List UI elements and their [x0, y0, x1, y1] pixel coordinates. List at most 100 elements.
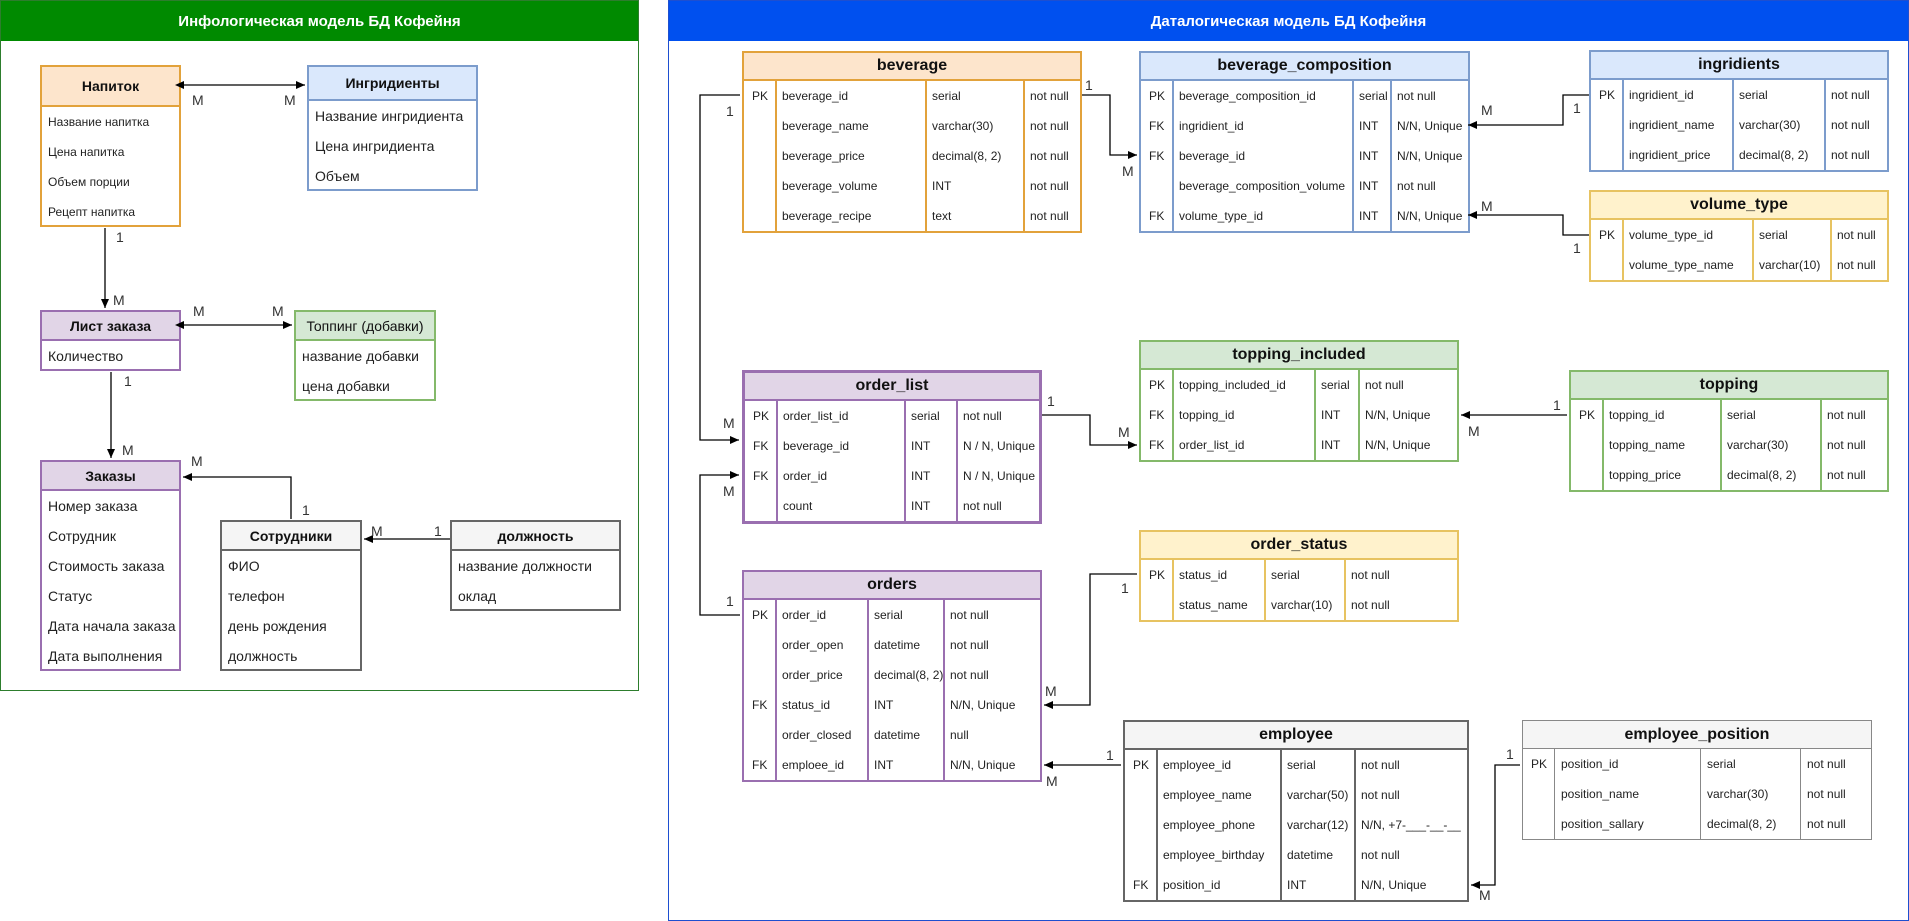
column-type: INT — [1321, 438, 1341, 452]
entity-ingridienty[interactable]: Ингридиенты Название ингридиента Цена ин… — [307, 65, 478, 191]
column-constraint: not null — [1827, 408, 1866, 422]
column-divider — [904, 401, 906, 521]
entity-topping[interactable]: Топпинг (добавки) название добавки цена … — [294, 310, 436, 401]
column-type: serial — [1727, 408, 1756, 422]
entity-attr: день рождения — [228, 618, 327, 634]
column-type: INT — [1359, 179, 1379, 193]
column-name: position_sallary — [1561, 817, 1644, 831]
column-type: serial — [874, 608, 903, 622]
entity-dolzhnost[interactable]: должность название должности оклад — [450, 520, 621, 611]
entity-title: Напиток — [42, 67, 179, 107]
column-constraint: not null — [1827, 468, 1866, 482]
column-divider — [1354, 750, 1356, 900]
key-marker: FK — [1149, 149, 1165, 163]
cardinality-label: 1 — [302, 502, 310, 518]
column-constraint: null — [950, 728, 969, 742]
entity-attr: название добавки — [302, 348, 419, 364]
column-name: order_id — [783, 469, 828, 483]
rel-ingridients-composition — [1468, 94, 1589, 129]
column-name: order_closed — [782, 728, 852, 742]
column-divider — [867, 600, 869, 780]
table-title: employee_position — [1523, 721, 1871, 749]
column-type: INT — [1287, 878, 1307, 892]
column-constraint: not null — [1030, 209, 1069, 223]
entity-attr: Название ингридиента — [315, 108, 464, 124]
column-constraint: not null — [1030, 149, 1069, 163]
column-type: INT — [1359, 119, 1379, 133]
column-constraint: not null — [950, 668, 989, 682]
key-marker: FK — [1149, 119, 1165, 133]
table-title: order_status — [1141, 532, 1457, 560]
column-name: order_list_id — [1179, 438, 1245, 452]
column-type: datetime — [1287, 848, 1334, 862]
column-type: serial — [932, 89, 961, 103]
column-constraint: N/N, Unique — [1397, 119, 1463, 133]
column-divider — [1344, 560, 1346, 620]
rel-beverage-composition — [1082, 94, 1137, 159]
column-constraint: N/N, Unique — [1361, 878, 1427, 892]
cardinality-label: M — [1046, 773, 1058, 789]
column-constraint: not null — [1397, 179, 1436, 193]
column-constraint: not null — [1807, 787, 1846, 801]
column-name: emploee_id — [782, 758, 845, 772]
entity-sotrudniki[interactable]: Сотрудники ФИО телефон день рождения дол… — [220, 520, 362, 671]
cardinality-label: M — [1122, 163, 1134, 179]
entity-attr: название должности — [458, 558, 593, 574]
column-constraint: N/N, Unique — [1365, 438, 1431, 452]
rel-status-orders — [1044, 573, 1137, 709]
column-constraint: N/N, Unique — [1365, 408, 1431, 422]
key-marker: PK — [1133, 758, 1150, 772]
rel-beverage-orderlist — [699, 94, 740, 444]
column-divider — [1622, 220, 1624, 280]
entity-zakazy[interactable]: Заказы Номер заказа Сотрудник Стоимость … — [40, 460, 181, 671]
table-title: volume_type — [1591, 192, 1887, 220]
cardinality-label: 1 — [434, 523, 442, 539]
column-divider — [775, 600, 777, 780]
column-constraint: not null — [1837, 228, 1876, 242]
column-name: topping_id — [1179, 408, 1235, 422]
column-name: status_id — [1179, 568, 1228, 582]
column-name: ingridient_id — [1629, 88, 1694, 102]
entity-list-zakaza[interactable]: Лист заказа Количество — [40, 310, 181, 371]
column-name: beverage_id — [783, 439, 850, 453]
column-type: serial — [1271, 568, 1300, 582]
cardinality-label: 1 — [116, 229, 124, 245]
entity-napitok[interactable]: Напиток Название напитка Цена напитка Об… — [40, 65, 181, 227]
entity-attr: оклад — [458, 588, 497, 604]
cardinality-label: M — [272, 303, 284, 319]
column-constraint: not null — [950, 608, 989, 622]
entity-attr: Стоимость заказа — [48, 558, 165, 574]
column-name: employee_birthday — [1163, 848, 1265, 862]
column-type: serial — [1739, 88, 1768, 102]
column-name: order_list_id — [783, 409, 849, 423]
key-marker: PK — [1579, 408, 1596, 422]
